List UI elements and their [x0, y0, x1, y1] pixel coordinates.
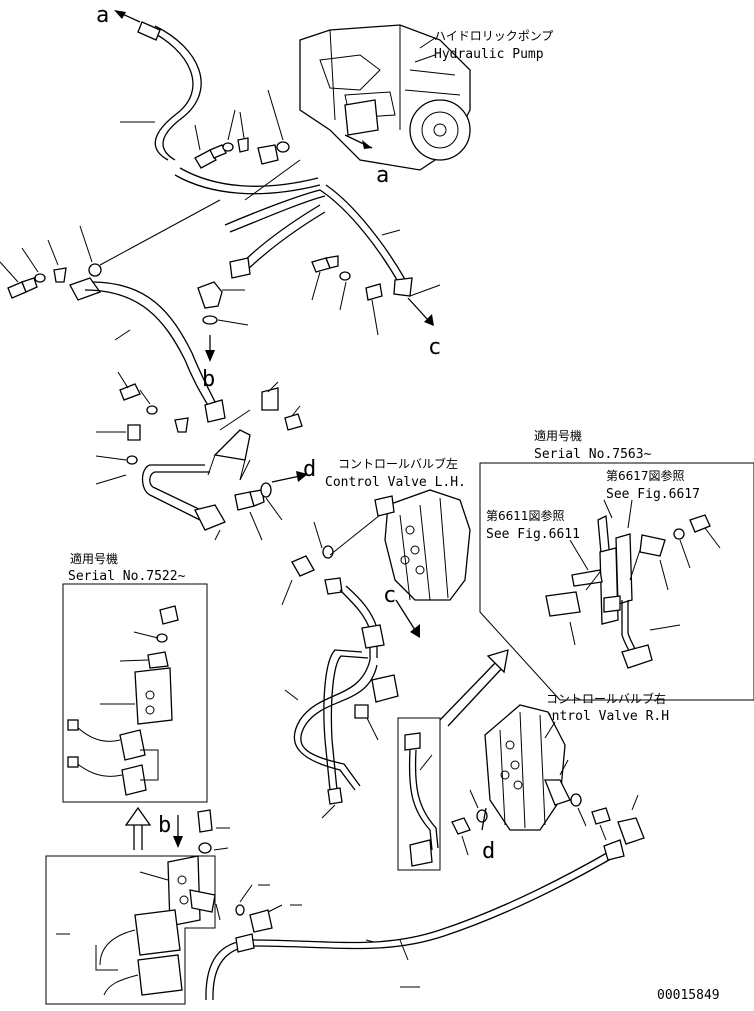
serial-7522-drawing — [67, 605, 179, 796]
serial-7563-drawing — [545, 514, 711, 669]
pump-label-en: Hydraulic Pump — [434, 47, 544, 62]
hydraulic-pump-drawing — [299, 24, 471, 171]
box-hose-c — [397, 717, 441, 871]
part-number: 00015849 — [657, 988, 720, 1003]
bracket-tube-assembly — [141, 387, 279, 531]
serial-7563-label-jp: 適用号機 — [534, 428, 582, 443]
serial-7522-label-en: Serial No.7522~ — [68, 569, 186, 584]
cv-rh-label-jp: コントロールバルブ右 — [546, 691, 666, 706]
elbow-fitting-mid — [197, 281, 249, 326]
pipe-assembly-cv-lh — [293, 577, 399, 805]
long-hose-bottom — [205, 839, 625, 1001]
fitting-cv-lh — [291, 545, 334, 577]
cv-lh-label-jp: コントロールバルブ左 — [338, 456, 458, 471]
bolt-set-right-mid — [311, 255, 383, 301]
pump-label-jp: ハイドロリックポンプ — [434, 29, 553, 43]
fitting-set-d — [234, 482, 272, 511]
bottom-left-drawing — [99, 809, 273, 996]
ref-6617-en: See Fig.6617 — [606, 487, 700, 502]
callout-c-top: c — [428, 335, 441, 360]
control-valve-rh-drawing — [484, 704, 571, 831]
box-serial-7522 — [62, 583, 208, 803]
callout-a-pump: a — [376, 163, 389, 188]
control-valve-lh-drawing — [374, 489, 471, 601]
callout-b-mid: b — [202, 367, 215, 392]
callout-d-mid: d — [303, 457, 316, 482]
ref-6611-jp: 第6611図参照 — [486, 508, 565, 523]
box-serial-7563 — [479, 462, 754, 701]
cv-lh-label-en: Control Valve L.H. — [325, 475, 466, 490]
callout-b-bottom: b — [158, 813, 171, 838]
callout-a-top: a — [96, 3, 109, 28]
serial-7563-label-en: Serial No.7563~ — [534, 447, 652, 462]
hose-group-top — [137, 21, 413, 297]
hose-c-drawing — [404, 732, 439, 867]
callout-c-mid: c — [383, 583, 396, 608]
bolt-set-left — [7, 263, 102, 299]
box-bottom-left — [45, 855, 216, 1005]
fitting-cv-rh — [451, 793, 645, 845]
ref-6611-en: See Fig.6611 — [486, 527, 580, 542]
ref-6617-jp: 第6617図参照 — [606, 468, 685, 483]
hose-left-b — [69, 277, 226, 423]
cv-rh-label-en: Control Valve R.H — [536, 709, 669, 724]
serial-7522-label-jp: 適用号機 — [70, 551, 118, 566]
bolt-set-b — [119, 383, 303, 465]
callout-d-bottom: d — [482, 839, 495, 864]
bolt-set-top — [194, 137, 290, 169]
